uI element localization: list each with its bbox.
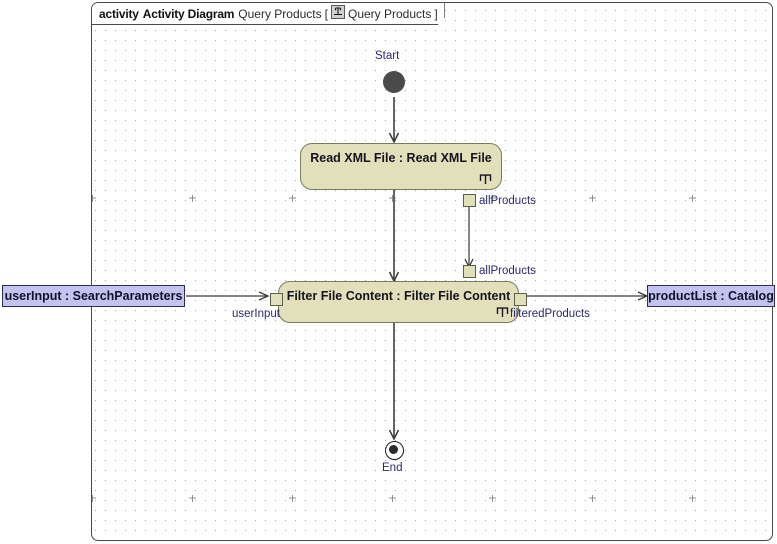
initial-node-icon[interactable] (383, 71, 405, 93)
activity-behavior-icon (331, 5, 345, 22)
activity-final-node-label: End (382, 462, 403, 474)
output-pin-allproducts-label: allProducts (479, 195, 536, 207)
background-grid (92, 3, 772, 540)
object-node-productlist-label: productList : Catalog (648, 289, 774, 303)
output-pin-allproducts[interactable] (463, 194, 476, 207)
activity-diagram-frame: activity Activity Diagram Query Products… (91, 2, 773, 541)
activity-final-node-icon[interactable] (385, 441, 404, 460)
input-pin-userinput-label: userInput (232, 308, 280, 320)
call-behavior-rake-icon (496, 307, 509, 317)
action-filter-file-content[interactable]: Filter File Content : Filter File Conten… (278, 281, 519, 323)
edge-layer (388, 97, 474, 441)
frame-header-tab[interactable]: activity Activity Diagram Query Products… (92, 3, 445, 25)
call-behavior-rake-icon (479, 174, 492, 184)
input-pin-allproducts-label: allProducts (479, 265, 536, 277)
frame-diagram-name: Query Products (238, 6, 322, 21)
object-node-productlist[interactable]: productList : Catalog (647, 285, 775, 307)
output-pin-filteredproducts-label: filteredProducts (510, 308, 590, 320)
action-read-xml-file-title: Read XML File : Read XML File (310, 151, 492, 165)
object-node-userinput[interactable]: userInput : SearchParameters (2, 285, 185, 307)
frame-keyword: activity (99, 6, 139, 21)
frame-behavior-name: Query Products (347, 6, 432, 21)
input-pin-allproducts[interactable] (463, 265, 476, 278)
frame-bracket-open: [ (324, 6, 328, 21)
initial-node-label: Start (375, 50, 400, 62)
input-pin-userinput[interactable] (270, 293, 283, 306)
grid-major-marks (92, 195, 696, 502)
output-pin-filteredproducts[interactable] (514, 293, 527, 306)
frame-diagram-kind: Activity Diagram (142, 6, 235, 21)
frame-bracket-close: ] (434, 6, 438, 21)
action-read-xml-file[interactable]: Read XML File : Read XML File (300, 143, 502, 190)
action-filter-file-content-title: Filter File Content : Filter File Conten… (286, 289, 511, 303)
object-node-userinput-label: userInput : SearchParameters (4, 289, 183, 303)
